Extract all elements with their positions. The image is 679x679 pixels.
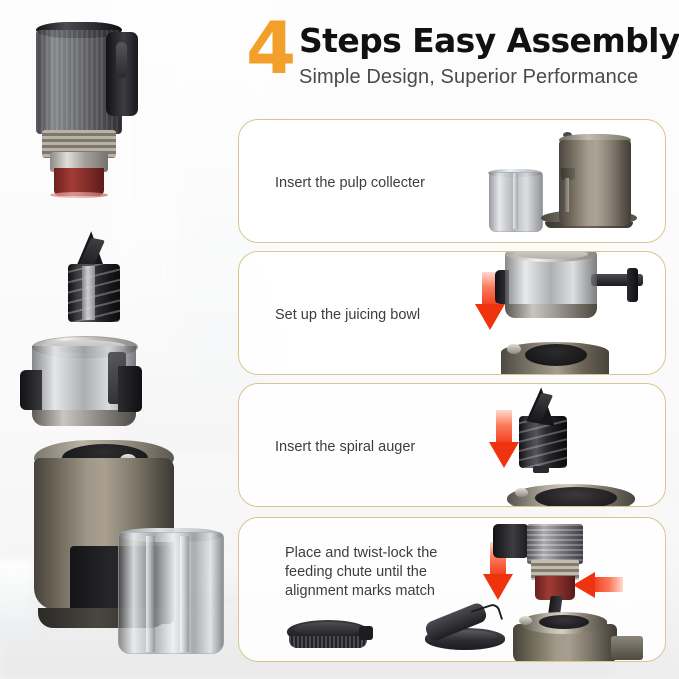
bowl-rim-inner — [514, 252, 588, 259]
pulp-collector-cup — [118, 532, 224, 654]
ring-correct-ridge — [289, 636, 367, 648]
bowl-left-spout — [20, 370, 42, 410]
correct-alignment-example — [287, 612, 373, 648]
juicer-stem — [565, 178, 569, 212]
mount-plate-opening — [539, 615, 589, 629]
chute-barrel — [527, 524, 583, 564]
auger-body — [519, 416, 567, 468]
chute-juice-rim — [50, 192, 108, 198]
step-4-artwork — [487, 524, 663, 661]
auger-steel-rib — [82, 266, 95, 320]
pulp-collector-rib — [146, 536, 155, 652]
arrow-head — [489, 442, 519, 468]
arrow-head — [483, 574, 513, 600]
step-2-artwork — [487, 252, 665, 374]
step-1-text: Insert the pulp collecter — [275, 175, 425, 191]
step-3-artwork — [507, 385, 659, 506]
base-side-arm — [611, 636, 643, 660]
part-main-unit — [22, 440, 224, 665]
auger-foot — [533, 466, 549, 473]
bowl-base — [32, 410, 136, 426]
page-title: Steps Easy Assembly — [299, 21, 679, 60]
part-feeding-chute — [28, 22, 144, 198]
arrow-head — [475, 304, 505, 330]
pulp-collector-rib — [180, 536, 189, 652]
arrow-down-icon — [489, 410, 519, 468]
chute-barrel — [36, 30, 122, 134]
motor-base-knob — [507, 344, 521, 354]
step-card-3[interactable]: Insert the spiral auger — [238, 383, 666, 507]
chute-handle — [493, 524, 529, 558]
step-4-text: Place and twist-lock the feeding chute u… — [285, 545, 438, 599]
chute-handle-grip — [116, 42, 127, 78]
bowl-wall — [505, 254, 597, 312]
juicer-spout — [561, 168, 575, 180]
step-count-number: 4 — [246, 6, 296, 90]
step-1-artwork — [475, 132, 655, 232]
mount-knob — [519, 616, 532, 625]
arrow-down-icon — [475, 272, 505, 330]
step-3-text: Insert the spiral auger — [275, 439, 416, 455]
ring-correct-inner — [294, 622, 362, 636]
incorrect-alignment-example — [411, 601, 507, 650]
bowl-mount-knob — [515, 488, 528, 497]
juicer-body — [559, 140, 631, 226]
step-card-2[interactable]: Set up the juicing bowl — [238, 251, 666, 375]
step-card-1[interactable]: Insert the pulp collecter — [238, 119, 666, 243]
bowl-mount-opening — [535, 487, 617, 506]
step-2-text: Set up the juicing bowl — [275, 307, 421, 323]
chute-collar — [50, 152, 108, 172]
bowl-base — [505, 304, 597, 318]
page-subtitle: Simple Design, Superior Performance — [299, 66, 639, 88]
arrow-shaft — [593, 577, 623, 592]
part-juicing-bowl — [20, 336, 148, 428]
bowl-right-spout — [118, 366, 142, 412]
pulp-collector-rib-icon — [513, 173, 518, 229]
part-spiral-auger — [58, 229, 130, 324]
ring-correct-clip — [359, 626, 373, 640]
chute-thread — [531, 560, 579, 580]
motor-base-opening — [525, 344, 587, 366]
header: 4 Steps Easy Assembly Simple Design, Sup… — [246, 6, 679, 100]
bowl-arm-end — [627, 268, 638, 302]
arrow-shaft — [482, 272, 498, 306]
arrow-shaft — [496, 410, 512, 444]
chute-juice — [54, 168, 104, 196]
step-card-4[interactable]: Place and twist-lock the feeding chute u… — [238, 517, 666, 662]
